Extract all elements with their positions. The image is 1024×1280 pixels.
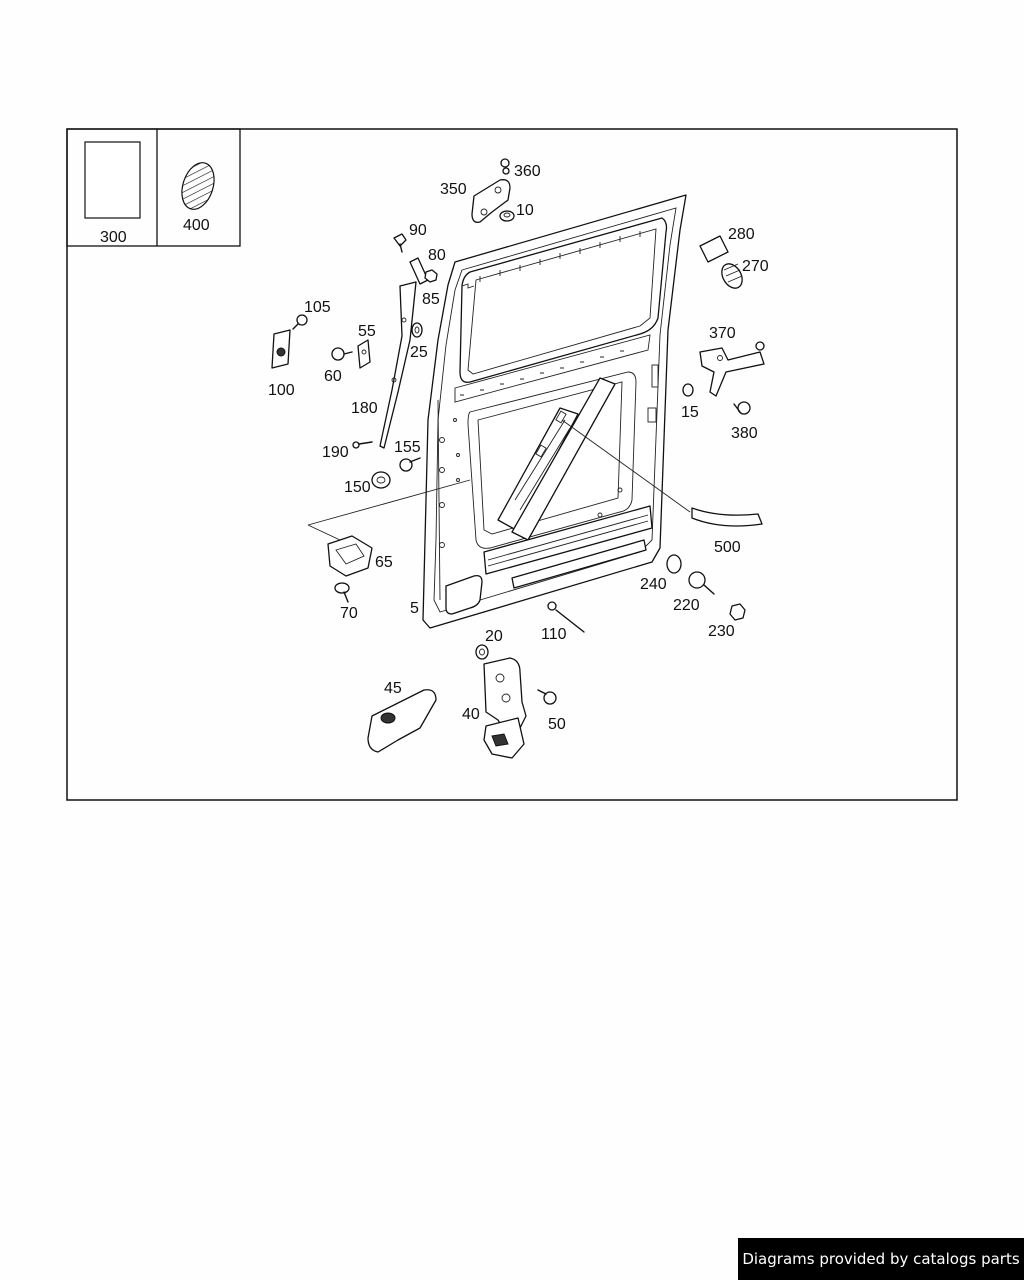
part-155-screw (399, 457, 421, 472)
callout-50: 50 (548, 716, 566, 733)
part-380-bolt (733, 401, 751, 415)
callout-105: 105 (304, 299, 331, 316)
part-230-nut (729, 603, 746, 621)
part-45-trim-cover (367, 689, 437, 753)
part-280-cover (699, 235, 729, 263)
part-180-trim-strip (379, 281, 417, 449)
part-40-lower-hinge (483, 657, 527, 759)
callout-220: 220 (673, 597, 700, 614)
callout-15: 15 (681, 404, 699, 421)
inset-300-sheet (84, 141, 141, 219)
part-240-cap (666, 554, 682, 574)
part-25-washer (411, 322, 423, 338)
part-50-bolt (537, 689, 557, 705)
part-10-nut (499, 210, 515, 222)
part-350-upper-bracket (471, 179, 511, 223)
callout-380: 380 (731, 425, 758, 442)
sliding-door-panel (422, 194, 687, 629)
part-55-bracket (357, 339, 371, 369)
callout-55: 55 (358, 323, 376, 340)
callout-155: 155 (394, 439, 421, 456)
part-500-seal (561, 419, 763, 527)
part-110-rod (547, 601, 585, 633)
callout-60: 60 (324, 368, 342, 385)
part-105-screw (292, 314, 308, 330)
part-100-striker (271, 329, 291, 369)
inset-legend: 300 400 (66, 128, 241, 247)
callout-10: 10 (516, 202, 534, 219)
part-270-spring (721, 263, 743, 289)
part-360-screw (500, 158, 510, 175)
part-15-washer (682, 383, 694, 397)
callout-370: 370 (709, 325, 736, 342)
part-190-pin (352, 441, 373, 449)
callout-190: 190 (322, 444, 349, 461)
callout-85: 85 (422, 291, 440, 308)
part-70-bolt (334, 582, 350, 603)
part-150-grommet (371, 471, 391, 489)
callout-240: 240 (640, 576, 667, 593)
callout-65: 65 (375, 554, 393, 571)
callout-270: 270 (742, 258, 769, 275)
callout-350: 350 (440, 181, 467, 198)
inset-400-patch (181, 162, 215, 210)
callout-360: 360 (514, 163, 541, 180)
part-60-screw (331, 347, 353, 361)
callout-40: 40 (462, 706, 480, 723)
part-20-washer (475, 644, 489, 660)
credit-banner: Diagrams provided by catalogs parts (738, 1238, 1024, 1280)
callout-100: 100 (268, 382, 295, 399)
callout-5: 5 (410, 600, 419, 617)
diagram-frame (66, 128, 958, 801)
callout-90: 90 (409, 222, 427, 239)
callout-150: 150 (344, 479, 371, 496)
callout-500: 500 (714, 539, 741, 556)
inset-label-400: 400 (183, 217, 210, 234)
part-85-nut (424, 269, 438, 283)
callout-labels: 360 350 10 90 80 85 280 270 105 55 25 37… (268, 163, 769, 733)
callout-110: 110 (541, 626, 567, 643)
callout-80: 80 (428, 247, 446, 264)
part-220-roller (688, 571, 715, 595)
callout-180: 180 (351, 400, 378, 417)
callout-70: 70 (340, 605, 358, 622)
part-80-bracket (409, 257, 429, 285)
part-370-hinge-arm (699, 341, 765, 397)
part-90-bolt (393, 233, 407, 253)
part-65-bumper (307, 479, 471, 577)
callout-230: 230 (708, 623, 735, 640)
callout-20: 20 (485, 628, 503, 645)
callout-25: 25 (410, 344, 428, 361)
callout-280: 280 (728, 226, 755, 243)
inset-label-300: 300 (100, 229, 127, 246)
callout-45: 45 (384, 680, 402, 697)
